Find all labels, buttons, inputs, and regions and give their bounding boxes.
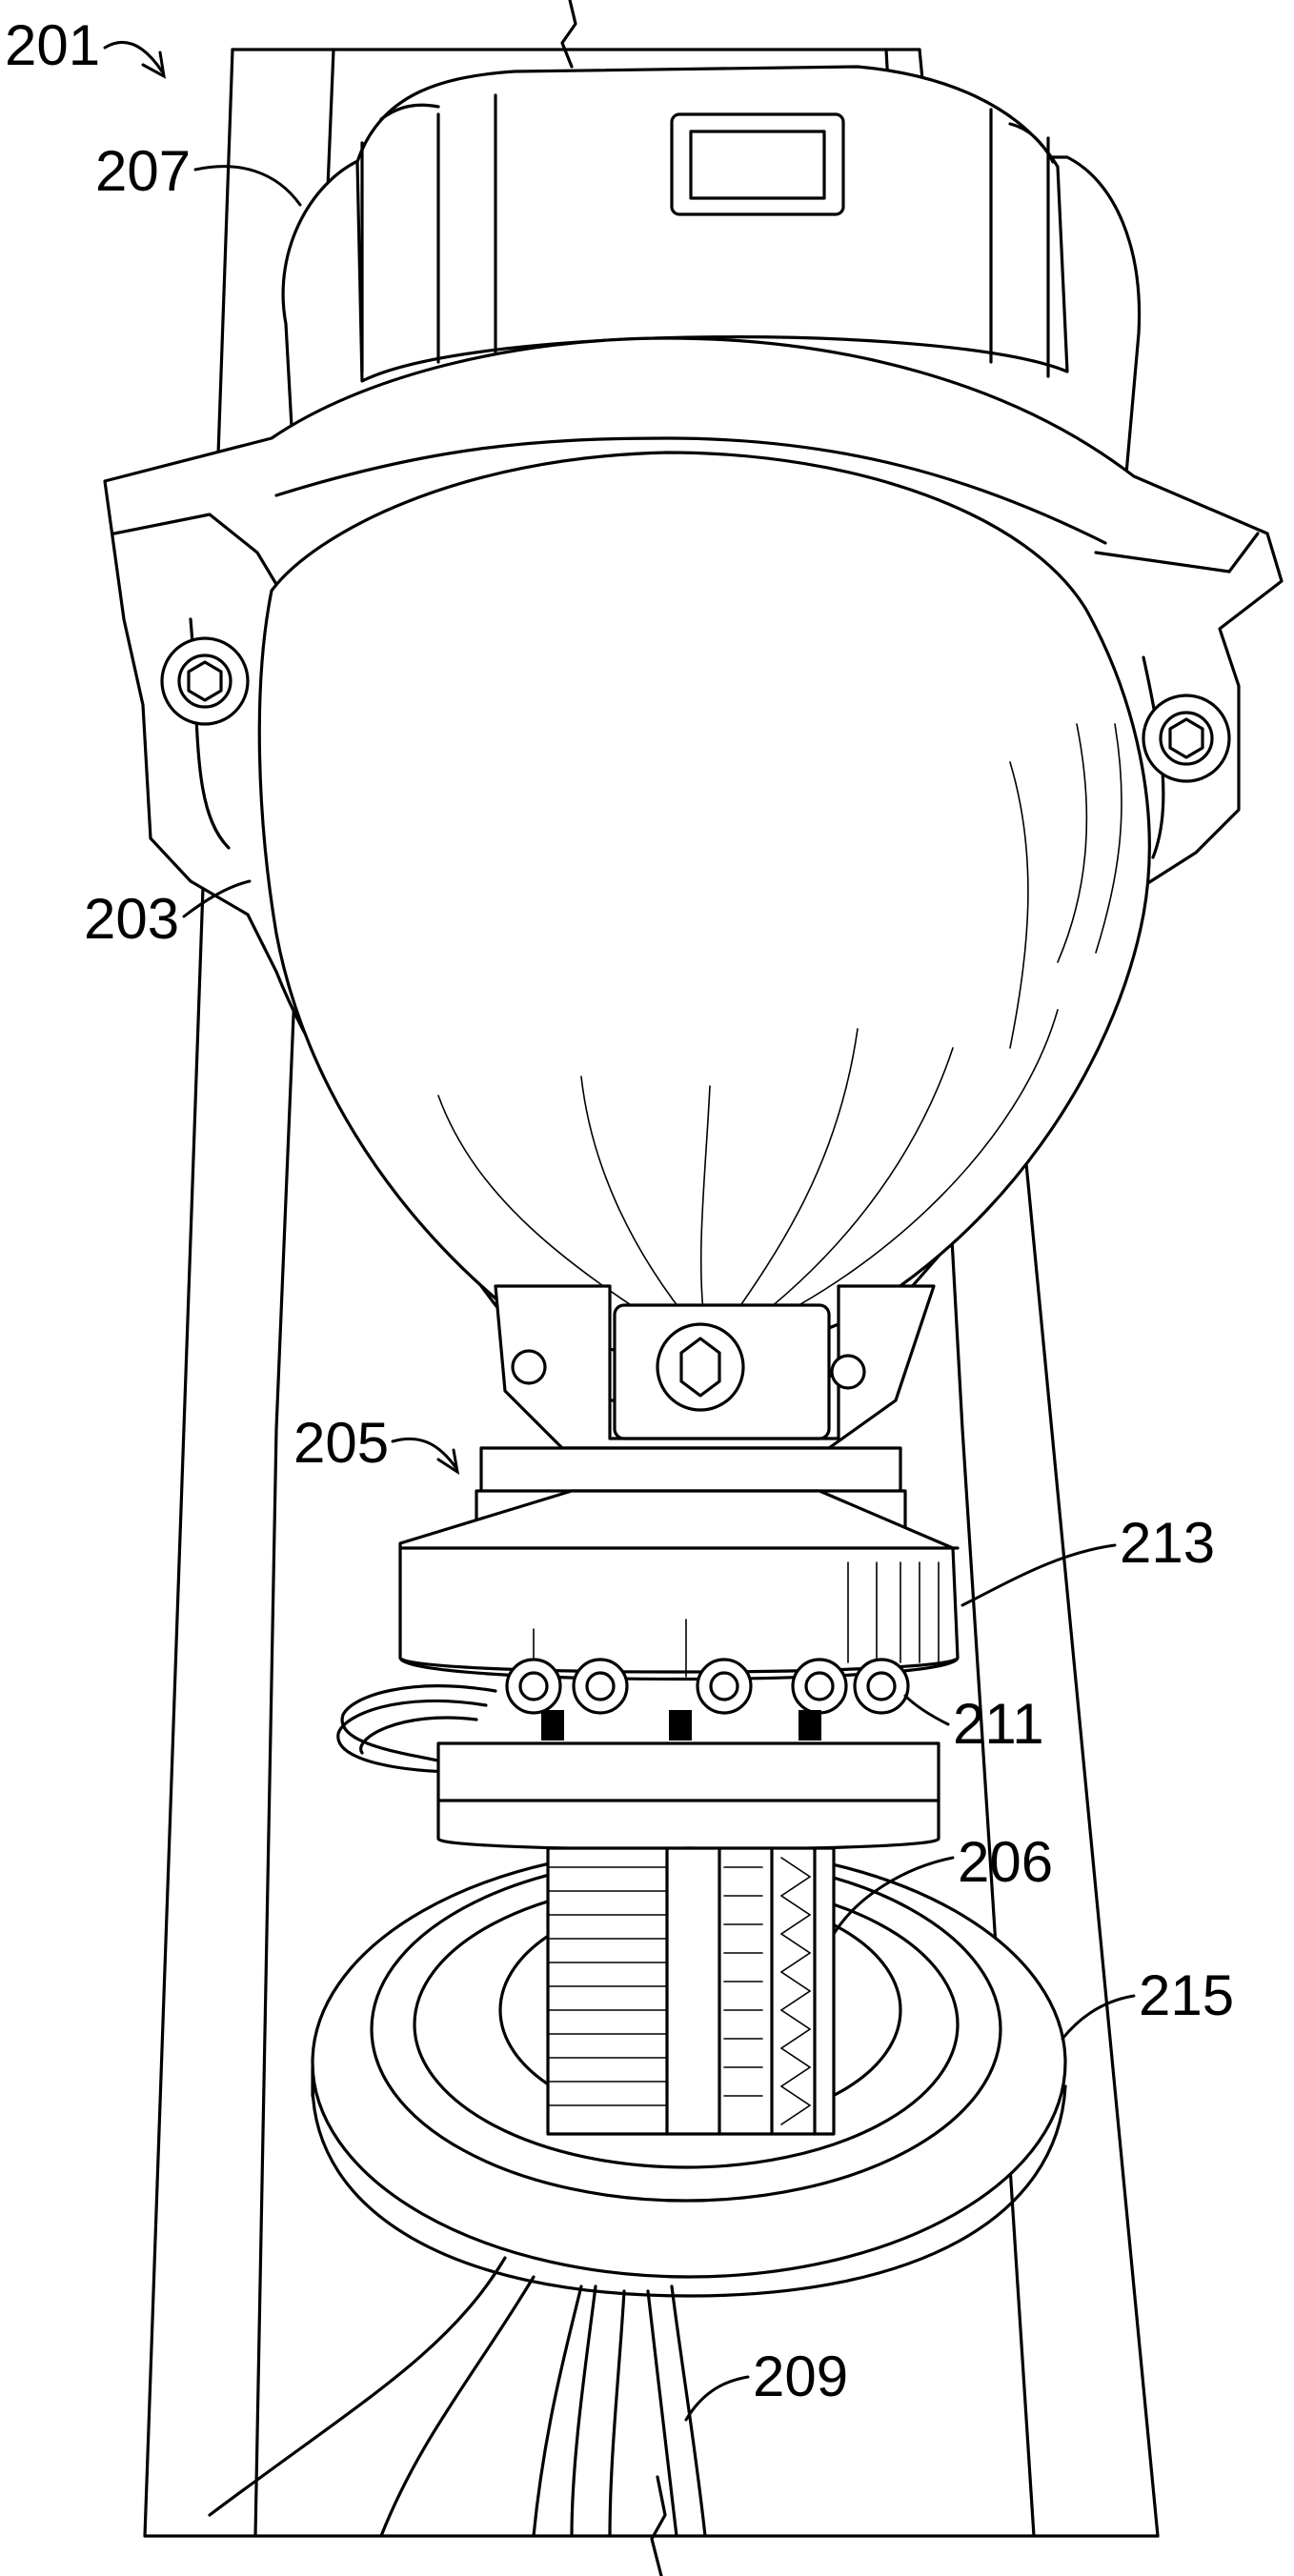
label-207: 207 [95,139,191,203]
label-213: 213 [1120,1511,1215,1575]
upper-ring-213 [400,1491,958,1680]
label-203: 203 [84,887,179,951]
callout-203: 203 [84,881,250,951]
label-215: 215 [1139,1963,1234,2027]
screw-left [162,638,248,724]
lower-ring [438,1743,939,1849]
callout-209: 209 [686,2345,848,2420]
callout-207: 207 [95,139,300,205]
callout-201: 201 [5,13,164,77]
callout-215: 215 [1062,1963,1234,2039]
screw-right [1143,695,1229,781]
callout-213: 213 [962,1511,1215,1605]
label-206: 206 [958,1830,1053,1894]
wiring-209 [210,2258,705,2536]
label-209: 209 [753,2345,848,2408]
label-205: 205 [293,1411,389,1475]
callout-205: 205 [293,1411,457,1475]
label-211: 211 [953,1692,1044,1756]
label-201: 201 [5,13,100,77]
threaded-shaft-206 [548,1848,834,2134]
